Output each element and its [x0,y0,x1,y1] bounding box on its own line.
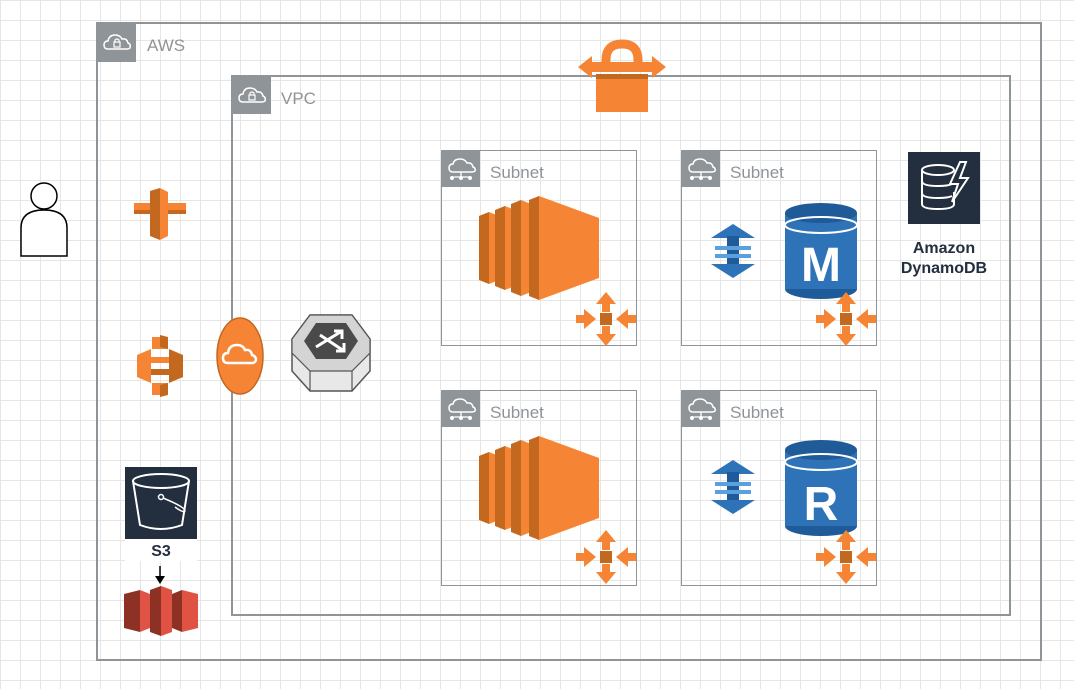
db-sync-icon[interactable] [709,224,757,278]
aws-group-label: AWS [147,36,186,55]
subnet-box[interactable]: Subnet [441,150,637,346]
dynamodb-label-line1: Amazon [912,240,976,257]
subnet-label: Subnet [490,163,544,182]
rds-replica-icon[interactable]: R [784,440,858,536]
aws-cloud-icon [98,24,136,62]
dynamodb-label-line2: DynamoDB [900,260,988,277]
subnet-icon [682,151,720,187]
elastic-network-interface-icon[interactable] [576,292,636,346]
dynamodb-icon[interactable] [908,152,980,224]
vpc-cloud-icon [233,77,271,114]
subnet-icon [682,391,720,427]
internet-gateway-icon[interactable] [216,317,264,395]
subnet-box[interactable]: Subnet [681,390,877,586]
subnet-label: Subnet [490,403,544,422]
direct-connect-icon[interactable] [134,188,186,240]
nat-gateway-icon[interactable] [290,313,372,393]
subnet-icon [442,391,480,427]
cloudfront-icon[interactable] [135,335,185,397]
vpn-gateway-icon[interactable] [578,39,666,114]
subnet-box[interactable]: Subnet [681,150,877,346]
subnet-label: Subnet [730,403,784,422]
arrow-down-icon [155,566,165,584]
s3-label: S3 [151,543,171,560]
ec2-instance-icon[interactable] [479,436,601,540]
rds-master-icon[interactable]: M [784,203,858,299]
rds-replica-letter: R [804,478,839,531]
elastic-network-interface-icon[interactable] [576,530,636,584]
db-sync-icon[interactable] [709,460,757,514]
aws-group[interactable]: AWS [96,22,1042,661]
subnet-box[interactable]: Subnet [441,390,637,586]
ec2-instance-icon[interactable] [479,196,601,300]
elastic-network-interface-icon[interactable] [816,530,876,584]
user-icon [20,182,68,257]
subnet-label: Subnet [730,163,784,182]
subnet-icon [442,151,480,187]
s3-bucket-icon[interactable] [125,467,197,539]
elastic-network-interface-icon[interactable] [816,292,876,346]
rds-master-letter: M [801,239,841,292]
s3-storage-icon[interactable] [124,586,198,636]
vpc-group-label: VPC [281,89,316,108]
s3-label-bg [125,539,197,561]
